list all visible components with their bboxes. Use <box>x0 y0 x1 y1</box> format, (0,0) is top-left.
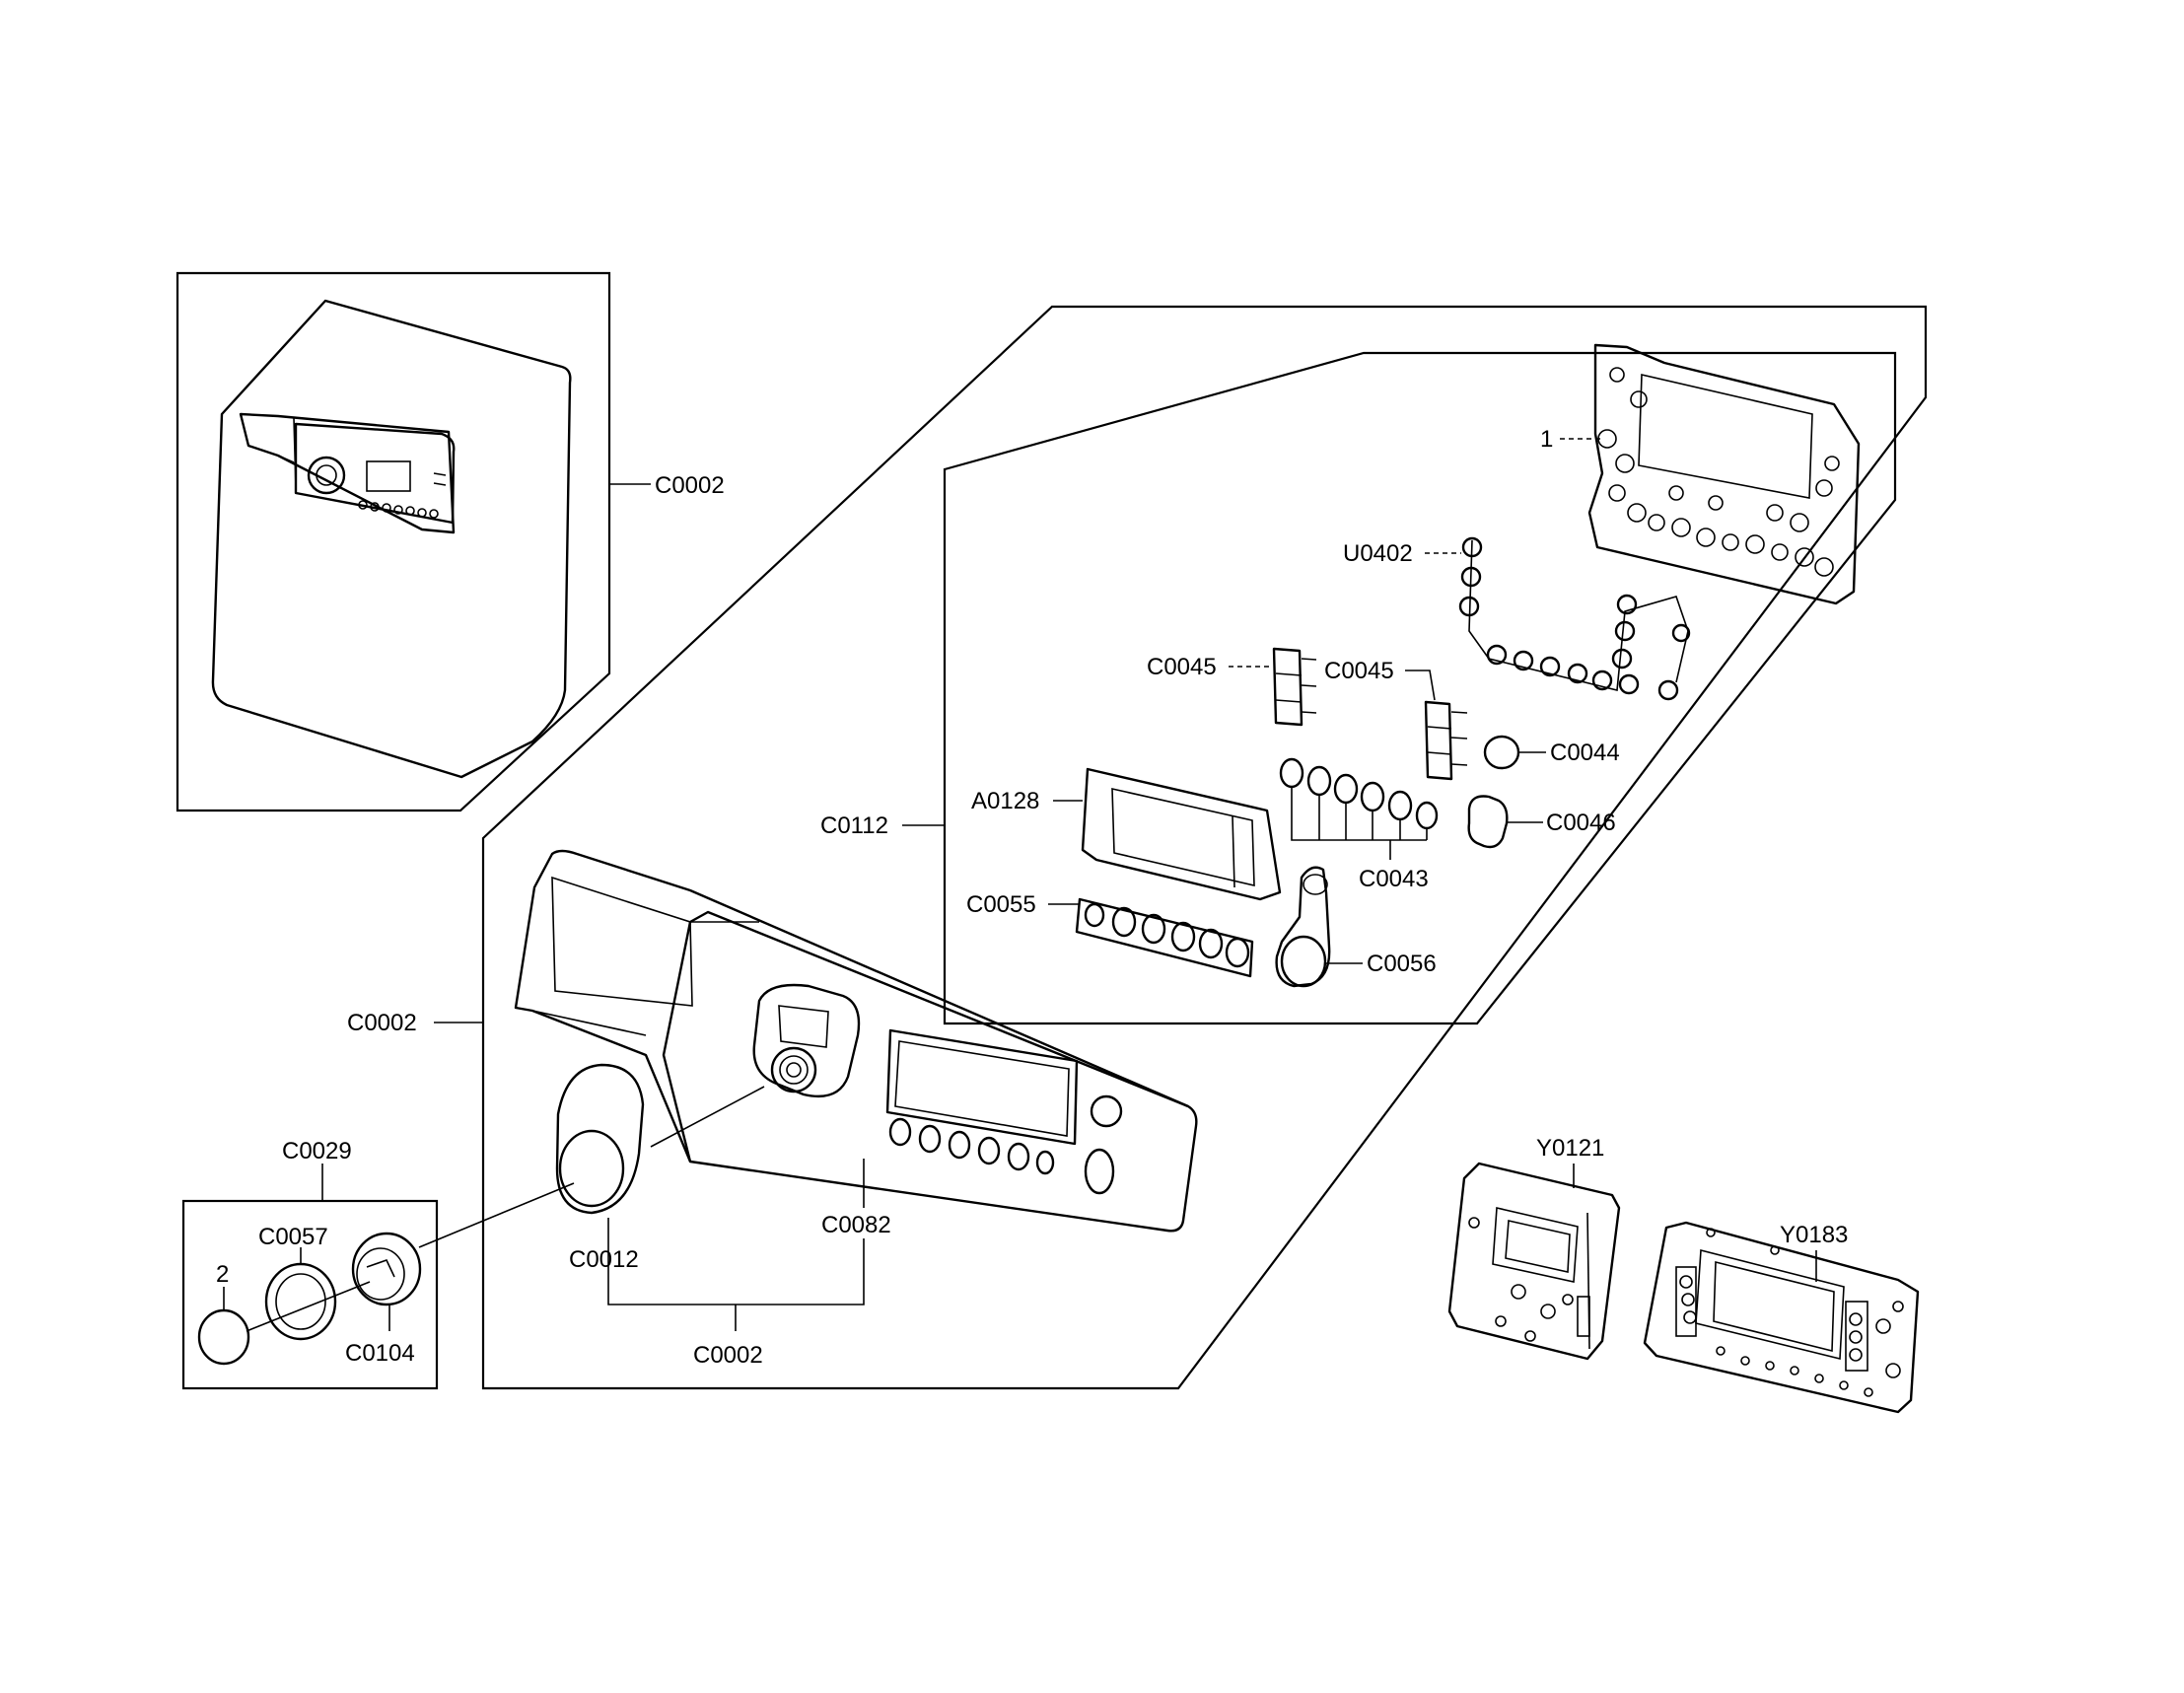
label-c0012: C0012 <box>569 1246 639 1273</box>
tact-switch-left-part <box>1272 647 1317 727</box>
knob-assembly-frame <box>181 1199 439 1390</box>
c0012-c0082-bracket <box>607 1159 865 1331</box>
label-c0044: C0044 <box>1550 740 1620 766</box>
display-window-part <box>1081 767 1282 901</box>
led-harness-part <box>1458 536 1691 701</box>
main-pcb-y0121-part <box>1447 1162 1621 1361</box>
knob-body-part <box>351 1232 422 1306</box>
main-pcb-y0183-part <box>1643 1221 1920 1414</box>
label-c0055: C0055 <box>966 891 1036 918</box>
main-control-panel-frame <box>481 305 1928 1390</box>
label-u0402: U0402 <box>1343 540 1413 567</box>
knob-cap-part <box>197 1308 250 1366</box>
c0045-right-leader <box>1405 670 1436 701</box>
dial-ring-part <box>1275 866 1331 988</box>
label-c0056: C0056 <box>1367 951 1437 977</box>
knob-to-cap-leader <box>418 1182 575 1248</box>
label-c0046: C0046 <box>1546 810 1616 836</box>
label-1: 1 <box>1540 426 1553 453</box>
label-c0002-bottom: C0002 <box>693 1342 763 1369</box>
knob-shaft-leader <box>246 1281 371 1332</box>
label-c0029: C0029 <box>282 1138 352 1164</box>
power-button-part <box>1483 735 1520 770</box>
tact-switch-right-part <box>1424 700 1468 781</box>
button-strip-part <box>1075 897 1254 978</box>
label-c0002-left: C0002 <box>347 1010 417 1036</box>
label-c0112: C0112 <box>820 812 888 839</box>
label-c0057: C0057 <box>258 1224 328 1250</box>
label-c0104: C0104 <box>345 1340 415 1367</box>
label-2: 2 <box>216 1261 229 1288</box>
control-panel-fascia <box>514 849 1198 1233</box>
label-c0043: C0043 <box>1359 866 1429 892</box>
top-left-assembly-frame <box>176 271 611 812</box>
c0043-bracket <box>1291 787 1428 860</box>
label-y0121: Y0121 <box>1536 1135 1604 1162</box>
dial-assembly-leader <box>650 1086 765 1148</box>
function-buttons-part <box>1279 757 1439 830</box>
label-c0045-right: C0045 <box>1324 658 1394 684</box>
start-button-part <box>1467 795 1509 849</box>
label-c0045-left: C0045 <box>1147 654 1217 680</box>
control-subassembly-frame <box>943 351 1897 1025</box>
label-c0082: C0082 <box>821 1212 891 1238</box>
dial-cover-part <box>555 1063 645 1215</box>
label-y0183: Y0183 <box>1780 1222 1848 1248</box>
pcb-mount-frame-part <box>1587 343 1861 605</box>
label-c0002-top: C0002 <box>655 472 725 499</box>
dryer-unit-illustration <box>211 299 572 779</box>
knob-ring-part <box>264 1262 337 1341</box>
label-a0128: A0128 <box>971 788 1039 814</box>
